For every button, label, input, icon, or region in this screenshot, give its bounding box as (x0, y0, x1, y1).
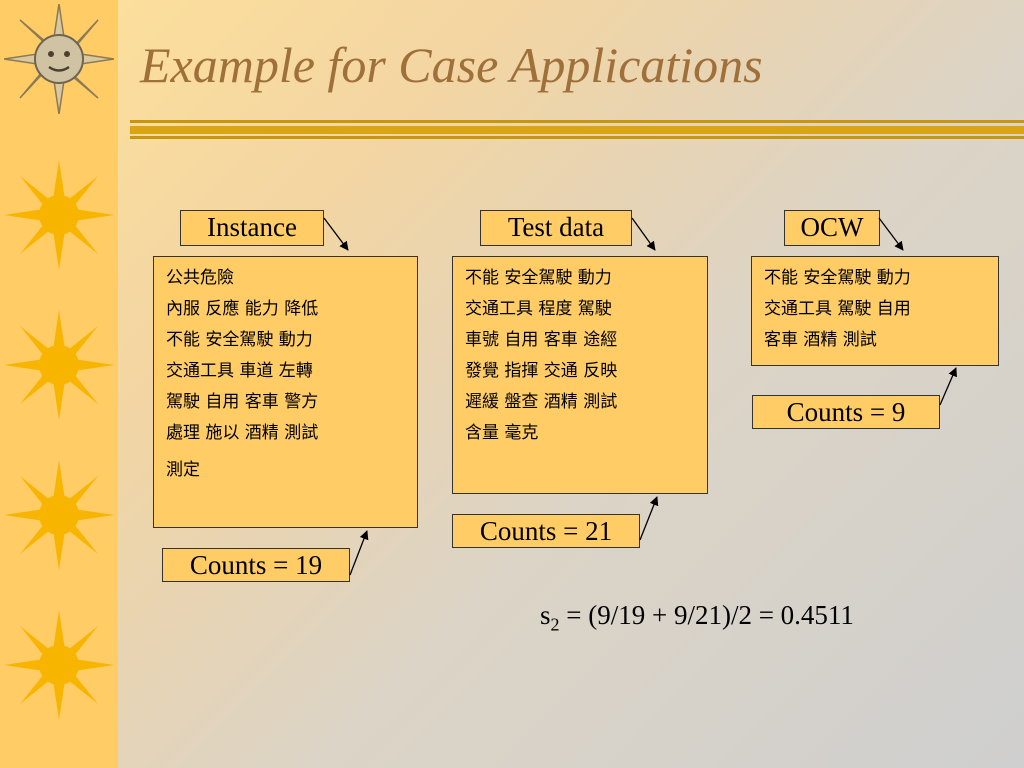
sun-face-icon (4, 4, 114, 114)
test-data-box: 不能 安全駕駛 動力 交通工具 程度 駕駛 車號 自用 客車 途經 發覺 指揮 … (452, 256, 708, 494)
test-data-counts-arrow (639, 496, 659, 541)
sun-icon (4, 310, 114, 420)
instance-label: Instance (180, 210, 324, 246)
test-data-counts: Counts = 21 (452, 514, 640, 548)
formula-expression: = (9/19 + 9/21)/2 = 0.4511 (559, 600, 854, 630)
ocw-counts: Counts = 9 (752, 395, 940, 429)
instance-line: 公共危險 (166, 268, 234, 288)
formula-subscript: 2 (550, 614, 560, 635)
sun-icon (4, 610, 114, 720)
test-data-line: 遲緩 盤查 酒精 測試 (465, 392, 618, 412)
instance-line: 處理 施以 酒精 測試 (166, 423, 319, 443)
test-data-line: 車號 自用 客車 途經 (465, 330, 618, 350)
formula-variable: s (540, 600, 551, 630)
sun-icon (4, 460, 114, 570)
ocw-line: 客車 酒精 測試 (764, 330, 877, 350)
test-data-line: 發覺 指揮 交通 反映 (465, 361, 618, 381)
test-data-label: Test data (480, 210, 632, 246)
instance-label-arrow (323, 217, 349, 251)
title-rule-top (130, 120, 1024, 123)
test-data-line: 含量 毫克 (465, 423, 539, 443)
instance-counts: Counts = 19 (162, 548, 350, 582)
ocw-box: 不能 安全駕駛 動力 交通工具 駕駛 自用 客車 酒精 測試 (751, 256, 999, 366)
ocw-line: 不能 安全駕駛 動力 (764, 268, 911, 288)
title-rule-middle (130, 126, 1024, 134)
instance-line: 不能 安全駕駛 動力 (166, 330, 313, 350)
sun-icon (4, 160, 114, 270)
test-data-line: 不能 安全駕駛 動力 (465, 268, 612, 288)
slide-title: Example for Case Applications (140, 37, 763, 93)
instance-line: 駕駛 自用 客車 警方 (166, 392, 319, 412)
test-data-line: 交通工具 程度 駕駛 (465, 299, 612, 319)
ocw-label: OCW (784, 210, 880, 246)
instance-counts-arrow (349, 530, 369, 576)
instance-line: 交通工具 車道 左轉 (166, 361, 313, 381)
similarity-formula: s2 = (9/19 + 9/21)/2 = 0.4511 (540, 600, 854, 635)
instance-line: 測定 (166, 460, 200, 480)
ocw-counts-arrow (939, 367, 957, 406)
title-rule-bottom (130, 136, 1024, 139)
instance-line: 內服 反應 能力 降低 (166, 299, 319, 319)
test-data-label-arrow (631, 217, 656, 251)
ocw-line: 交通工具 駕駛 自用 (764, 299, 911, 319)
ocw-label-arrow (878, 217, 904, 251)
instance-box: 公共危險 內服 反應 能力 降低 不能 安全駕駛 動力 交通工具 車道 左轉 駕… (153, 256, 418, 528)
